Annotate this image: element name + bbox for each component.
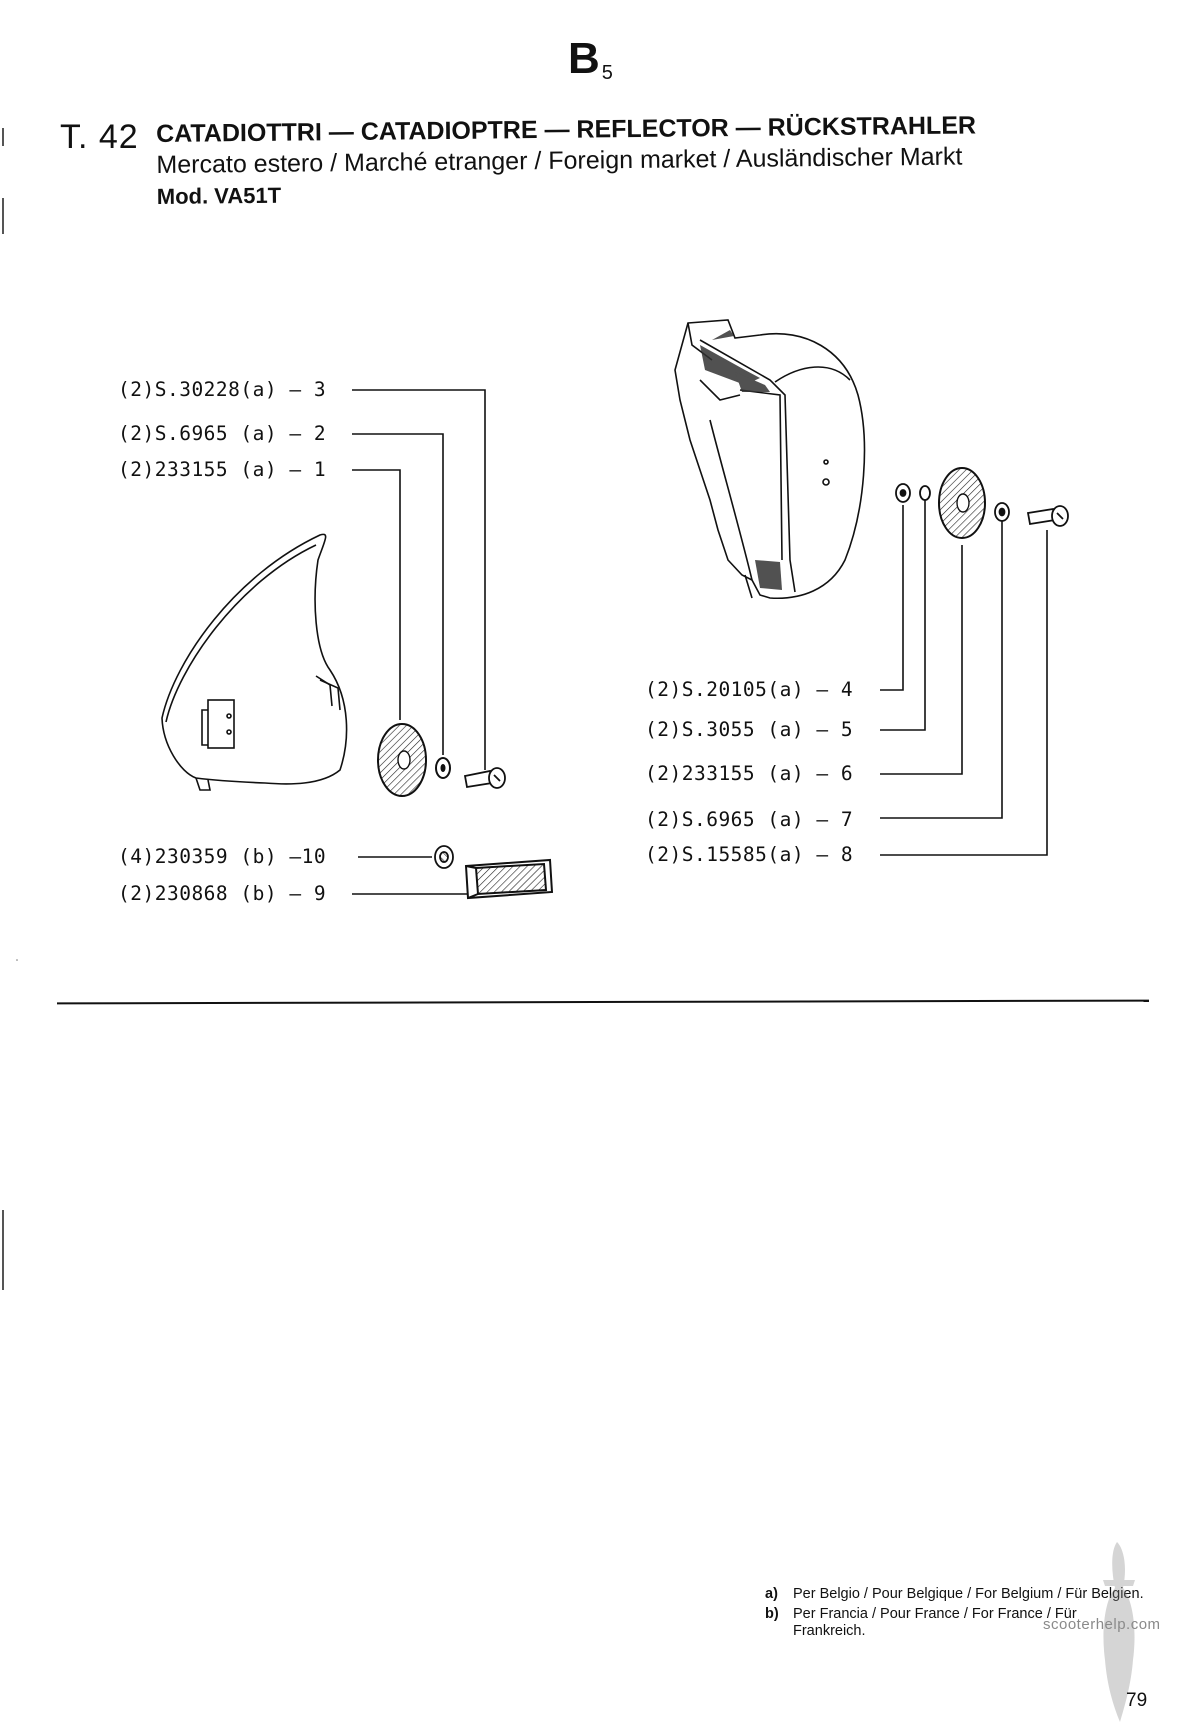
washer-right-7: [994, 502, 1010, 522]
left-side-cowl: [161, 533, 348, 791]
screw-left: [463, 767, 506, 789]
reflector-disc-left: [377, 723, 427, 797]
table-number: T. 42: [60, 118, 139, 156]
footnote-text: Per Belgio / Pour Belgique / For Belgium…: [793, 1586, 1144, 1602]
margin-mark: [2, 198, 4, 234]
reflector-disc-right: [938, 467, 986, 539]
margin-mark: [2, 128, 4, 146]
exploded-parts-diagram: [16, 319, 1069, 961]
margin-mark: [2, 1210, 4, 1290]
leader-line-7: [880, 520, 1003, 819]
rectangular-reflector: [464, 858, 554, 900]
right-side-cowl: [674, 319, 866, 600]
leader-line-5: [880, 500, 926, 731]
watermark-logo: [1103, 1542, 1135, 1722]
footnote-b: b) Per Francia / Pour France / For Franc…: [765, 1606, 1145, 1640]
leader-line-8: [880, 530, 1048, 856]
nut-part-10: [434, 845, 454, 869]
washer-left: [435, 757, 451, 779]
leader-line-4: [880, 505, 904, 691]
part-label-9: (2)230868 (b) — 9: [118, 882, 327, 905]
page-number: 79: [1126, 1690, 1148, 1711]
watermark-text: scooterhelp.com: [1043, 1616, 1161, 1633]
footnote-key: a): [765, 1586, 778, 1602]
section-number: 5: [601, 62, 613, 84]
nut-right: [895, 483, 911, 503]
part-label-10: (4)230359 (b) —10: [118, 845, 327, 868]
right-cowl-shading: [700, 330, 782, 590]
leader-line-1: [352, 469, 401, 720]
leader-line-3: [352, 389, 486, 770]
part-label-1: (2)233155 (a) — 1: [118, 458, 327, 481]
screw-right: [1026, 505, 1069, 527]
footnote-text: Per Francia / Pour France / For France /…: [793, 1606, 1077, 1639]
part-label-7: (2)S.6965 (a) — 7: [645, 808, 854, 831]
leader-line-6: [880, 545, 963, 775]
part-label-5: (2)S.3055 (a) — 5: [645, 718, 854, 741]
footnote-a: a) Per Belgio / Pour Belgique / For Belg…: [765, 1586, 1145, 1603]
footnote-key: b): [765, 1606, 779, 1622]
part-label-8: (2)S.15585(a) — 8: [645, 843, 854, 866]
part-label-4: (2)S.20105(a) — 4: [645, 678, 854, 701]
part-label-3: (2)S.30228(a) — 3: [118, 378, 327, 401]
footnotes: a) Per Belgio / Pour Belgique / For Belg…: [765, 1586, 1145, 1643]
part-label-6: (2)233155 (a) — 6: [645, 762, 854, 785]
part-label-2: (2)S.6965 (a) — 2: [118, 422, 327, 445]
section-letter: B: [568, 34, 600, 83]
leader-line-2: [352, 433, 444, 755]
washer-right-5: [919, 485, 931, 501]
section-divider: [56, 999, 1150, 1005]
